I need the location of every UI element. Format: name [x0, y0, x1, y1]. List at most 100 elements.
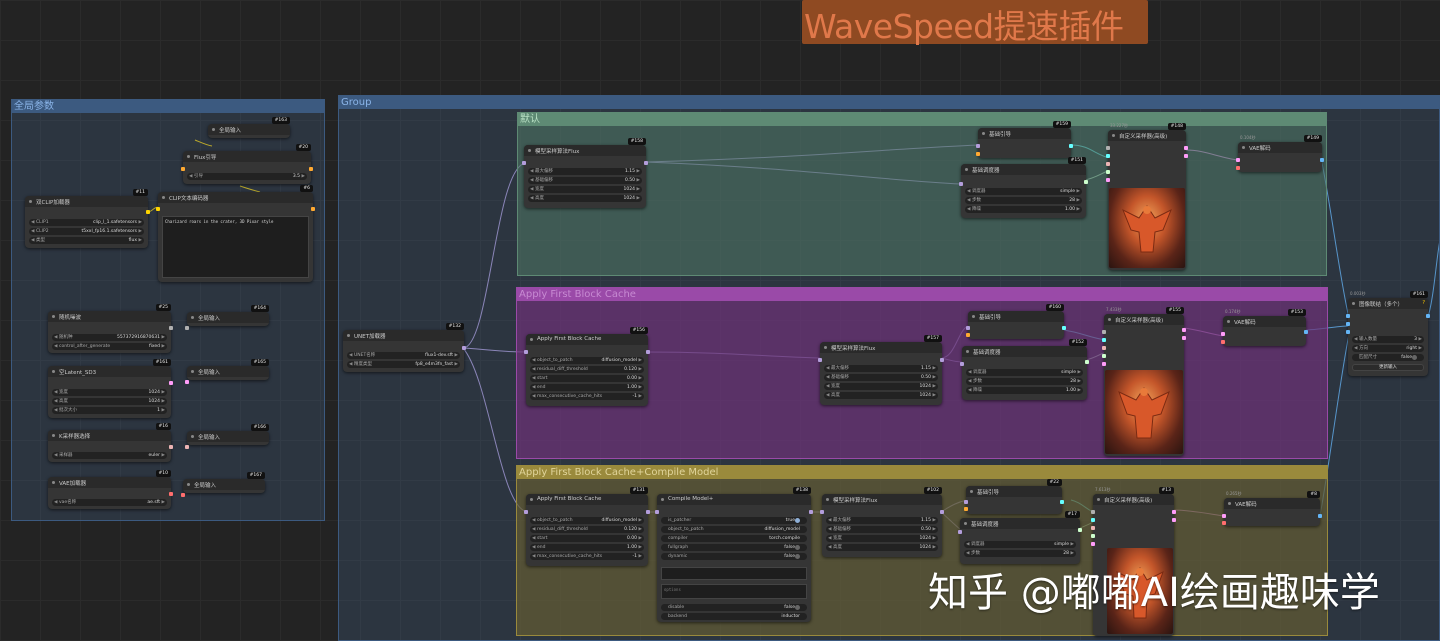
node-apply-first-block-cache[interactable]: Apply First Block Cache #156 ◀object_to_…: [524, 327, 650, 406]
node-global-input[interactable]: 全局输入 #164: [185, 305, 269, 330]
preview-image: [1109, 188, 1185, 268]
help-icon[interactable]: ?: [1422, 300, 1425, 306]
widget-max-cache-hits[interactable]: ◀max_consecutive_cache_hits-1▶: [530, 393, 644, 400]
mode-textarea[interactable]: [661, 567, 807, 580]
node-sampler-custom-advanced[interactable]: 自定义采样器(高级) #13 7.613秒: [1091, 487, 1176, 636]
node-vae-decode[interactable]: VAE解码 #153 0.174秒: [1221, 309, 1308, 346]
options-textarea[interactable]: options: [661, 584, 807, 599]
node-sampler-custom-advanced[interactable]: 自定义采样器(高级) #155 7.433秒: [1102, 307, 1186, 456]
node-clip-text-encode[interactable]: CLIP文本编码器 #6 Charizard roars in the crat…: [156, 185, 315, 282]
group-default[interactable]: 默认: [517, 112, 1327, 276]
node-global-input[interactable]: 全局输入 #167: [181, 472, 265, 497]
node-basic-guider[interactable]: 基础引导 #159: [976, 121, 1073, 158]
widget-max-cache-hits[interactable]: ◀max_consecutive_cache_hits-1▶: [530, 553, 644, 560]
watermark: 知乎 @嘟嘟AI绘画趣味学: [928, 570, 1380, 616]
title-banner: WaveSpeed提速插件: [802, 0, 1148, 46]
group-title: Apply First Block Cache+Compile Model: [519, 467, 719, 478]
node-vae-decode[interactable]: VAE解码 #8 0.265秒: [1222, 491, 1322, 526]
group-title: 默认: [520, 114, 540, 125]
prompt-textarea[interactable]: Charizard roars in the crater, 3D Pixar …: [162, 216, 309, 278]
node-global-input[interactable]: 全局输入 #165: [185, 359, 269, 384]
node-basic-guider[interactable]: 基础引导 #160: [966, 304, 1066, 339]
node-global-input[interactable]: 全局输入 #163: [208, 117, 290, 138]
group-title: Apply First Block Cache: [519, 289, 636, 300]
preview-image: [1107, 548, 1173, 634]
node-global-input[interactable]: 全局输入 #166: [185, 424, 269, 449]
dragon-icon: [1122, 205, 1172, 253]
node-apply-first-block-cache[interactable]: Apply First Block Cache #131 ◀object_to_…: [524, 487, 650, 566]
node-vae-decode[interactable]: VAE解码 #149 0.104秒: [1236, 135, 1324, 172]
node-basic-guider[interactable]: 基础引导 #22: [964, 479, 1064, 514]
node-sampler-custom-advanced[interactable]: 自定义采样器(高级) #148 33.227秒: [1106, 123, 1188, 270]
update-inputs-button[interactable]: 更新输入: [1352, 364, 1424, 371]
